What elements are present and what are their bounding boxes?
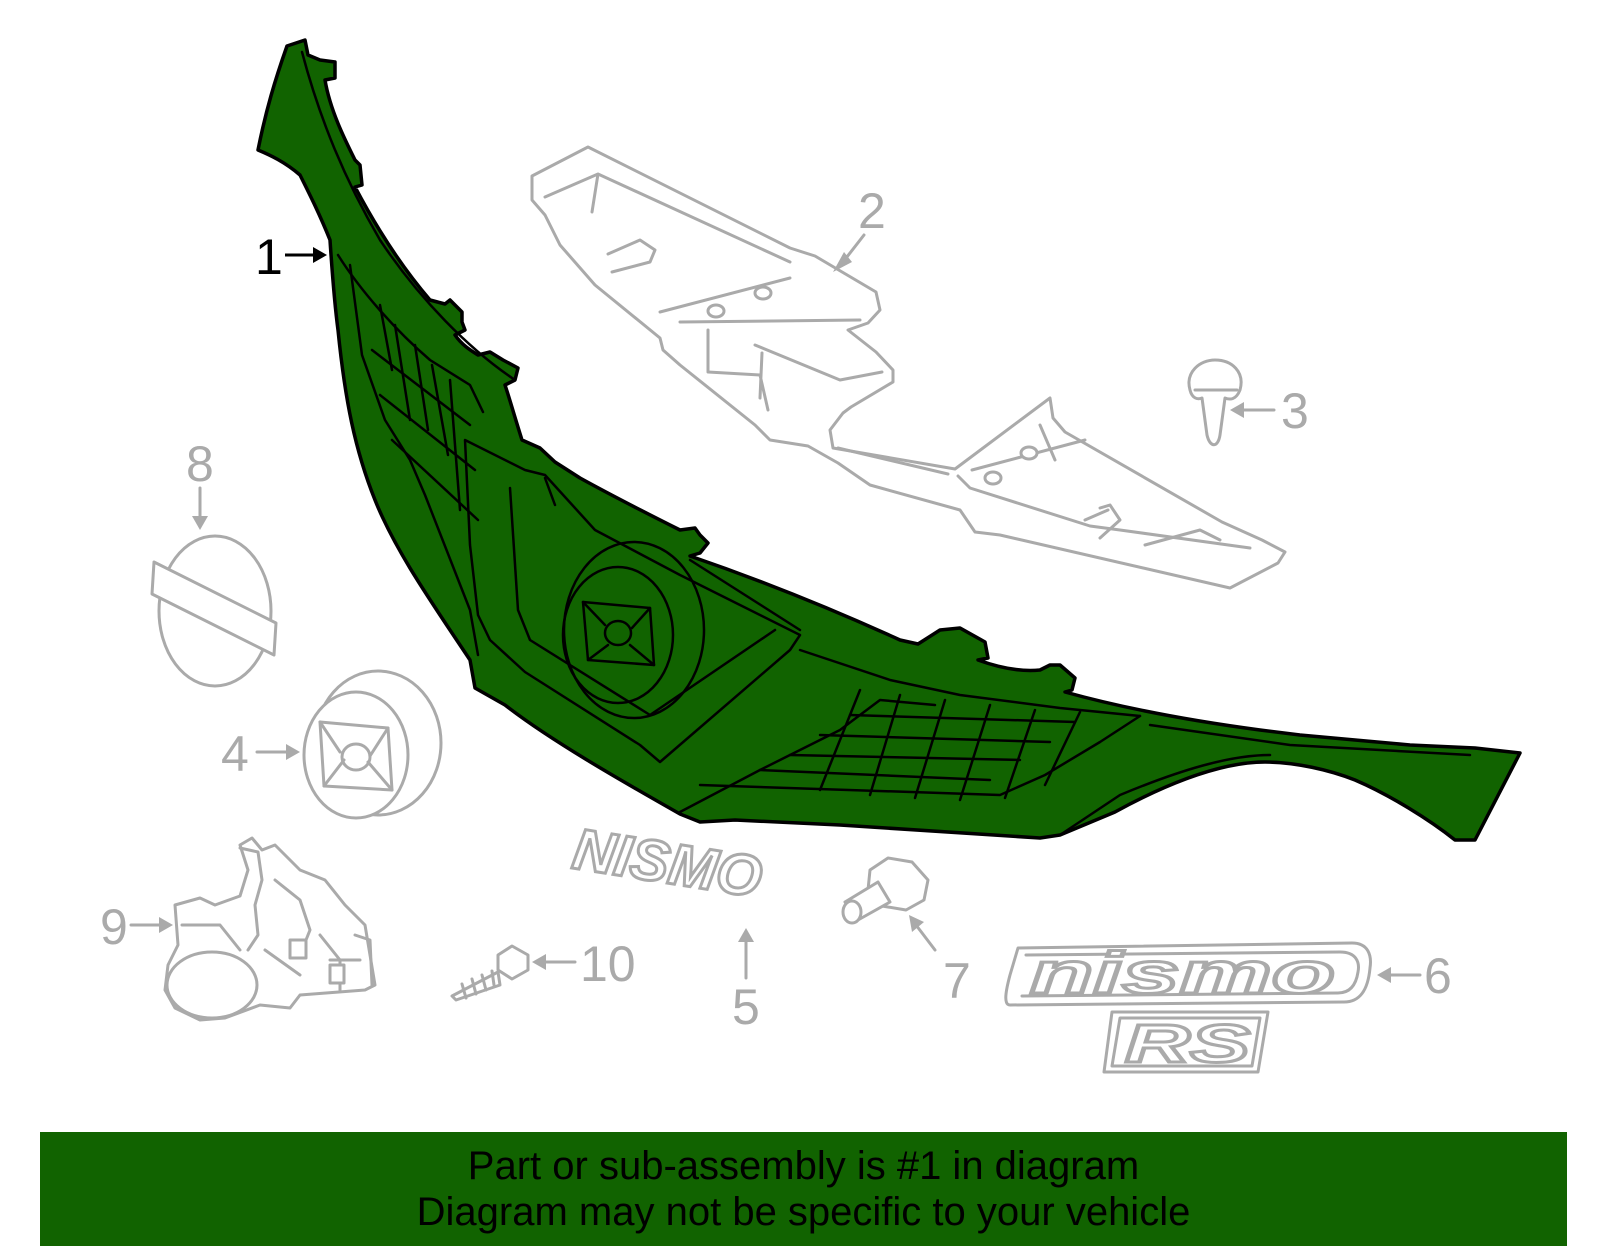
callout-10-label[interactable]: 10 xyxy=(580,936,636,992)
callout-5-leader xyxy=(738,928,754,980)
part-5-nismo-emblem[interactable]: NISMO xyxy=(567,815,768,912)
callout-7-leader xyxy=(909,915,937,952)
callout-2-label[interactable]: 2 xyxy=(858,183,886,239)
part-3-clip[interactable] xyxy=(1187,358,1243,447)
callout-5-label[interactable]: 5 xyxy=(732,979,760,1035)
callout-6-label[interactable]: 6 xyxy=(1424,948,1452,1004)
part-8-emblem[interactable] xyxy=(150,534,278,688)
callout-9-label[interactable]: 9 xyxy=(100,899,128,955)
callout-4-leader xyxy=(255,744,300,760)
rs-emblem-text: RS xyxy=(1125,1014,1250,1074)
nismo-emblem-text: NISMO xyxy=(569,816,767,910)
part-2-cover[interactable] xyxy=(530,145,1287,590)
callout-3-label[interactable]: 3 xyxy=(1281,383,1309,439)
callout-1-label[interactable]: 1 xyxy=(255,229,283,285)
part-1-grille[interactable] xyxy=(256,38,1522,842)
info-banner: Part or sub-assembly is #1 in diagram Di… xyxy=(40,1132,1567,1246)
callout-9-leader xyxy=(129,917,173,933)
callout-7-label[interactable]: 7 xyxy=(943,953,971,1009)
callout-2-leader xyxy=(833,233,866,272)
banner-line-1: Part or sub-assembly is #1 in diagram xyxy=(467,1144,1140,1188)
banner-line-2: Diagram may not be specific to your vehi… xyxy=(416,1190,1191,1234)
info-banner-background xyxy=(40,1132,1567,1246)
part-4-sensor[interactable] xyxy=(302,669,443,820)
callout-1-leader xyxy=(285,247,327,263)
callout-10-leader xyxy=(532,954,577,970)
part-6-nismo-rs-emblem[interactable]: nismo RS xyxy=(1004,940,1372,1076)
callout-4-label[interactable]: 4 xyxy=(221,726,249,782)
part-9-bracket[interactable] xyxy=(163,836,377,1022)
part-7-bolt[interactable] xyxy=(841,856,930,925)
callout-6-leader xyxy=(1377,967,1422,983)
callout-8-leader xyxy=(192,486,208,530)
nismo-script-text: nismo xyxy=(1030,941,1335,1006)
part-10-screw[interactable] xyxy=(450,944,530,1002)
callout-3-leader xyxy=(1230,402,1276,418)
callout-8-label[interactable]: 8 xyxy=(186,436,214,492)
